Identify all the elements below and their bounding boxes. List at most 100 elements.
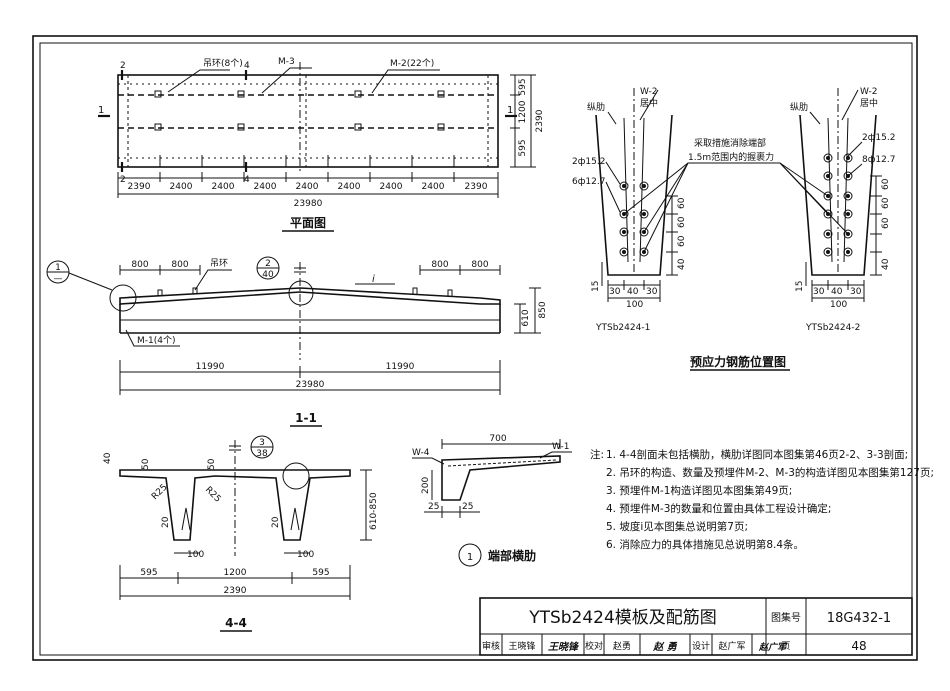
prestress-diagram: 纵肋 W-2 居中 2ф15.2 6ф12.7 60 60 60 40 15 3… (572, 87, 895, 371)
vdim-left-1: 60 (677, 197, 687, 209)
page-label: 页 (781, 641, 790, 652)
design-label: 设计 (692, 640, 710, 652)
end-rib-circle (458, 543, 482, 567)
plan-dim-seg-3: 2400 (212, 182, 235, 192)
note-2: 2. 吊环的构造、数量及预埋件M-2、M-3的构造详图见本图集第127页; (606, 466, 934, 479)
label-zonglei-left: 纵肋 (587, 102, 605, 113)
label-w2-right: W-2 (860, 87, 878, 97)
dim-half-right: 11990 (386, 362, 415, 372)
right-bars-b: 8ф12.7 (862, 155, 895, 165)
end-rib-number: 1 (467, 552, 473, 563)
dim-50-a: 50 (141, 458, 151, 470)
label-ring: 吊环 (210, 258, 228, 269)
dim-700: 700 (489, 434, 506, 444)
prestress-title: 预应力钢筋位置图 (690, 354, 786, 369)
section-mark-4-bottom: 4 (244, 175, 250, 185)
drawing-title: YTSb2424模板及配筋图 (528, 608, 717, 628)
vdim-right-1: 60 (881, 178, 891, 190)
left-bars-b: 6ф12.7 (572, 177, 605, 187)
plan-dim-seg-5: 2400 (296, 182, 319, 192)
section-mark-4-top: 4 (244, 61, 250, 71)
dim-610: 610 (521, 309, 531, 326)
label-zonglei-right: 纵肋 (790, 102, 808, 113)
dim-595-right: 595 (312, 568, 329, 578)
plan-dim-seg-7: 2400 (380, 182, 403, 192)
detail-1-sheet: — (54, 274, 63, 284)
inner-frame (39, 42, 913, 656)
plan-dim-seg-6: 2400 (338, 182, 361, 192)
plan-dim-seg-4: 2400 (254, 182, 277, 192)
vdim-right-4: 40 (881, 258, 891, 270)
label-w2-left: W-2 (640, 87, 658, 97)
dim-15-right: 15 (795, 281, 805, 292)
slope-label: i (372, 274, 375, 285)
dim-total-1-1: 23980 (296, 380, 325, 390)
plan-dim-seg-8: 2400 (422, 182, 445, 192)
plan-dim-total: 23980 (294, 199, 323, 209)
notes-prefix: 注: (590, 448, 604, 461)
vdim-right-2: 60 (881, 197, 891, 209)
vdim-left-3: 60 (677, 235, 687, 247)
dim-20-b: 20 (271, 516, 281, 528)
rib-left-outline (595, 114, 673, 276)
label-center-left: 居中 (640, 97, 658, 109)
bdim-right-30b: 30 (850, 287, 862, 297)
dim-800-d: 800 (471, 260, 488, 270)
section-mark-1-right: 1 (507, 105, 513, 116)
dim-15-left: 15 (591, 281, 601, 292)
vdim-right-3: 60 (881, 217, 891, 229)
right-member-name: YTSb2424-2 (805, 323, 860, 333)
detail-1-number: 1 (55, 263, 61, 273)
bdim-left-30b: 30 (646, 287, 658, 297)
note-5: 5. 坡度i见本图集总说明第7页; (606, 520, 748, 533)
dim-1200-44: 1200 (224, 568, 247, 578)
plan-dim-seg-1: 2390 (128, 182, 151, 192)
dim-50-b: 50 (207, 458, 217, 470)
dim-595-left: 595 (140, 568, 157, 578)
plan-dim-1200: 1200 (518, 100, 528, 123)
detail-3-number: 3 (259, 438, 265, 448)
detail-2-number: 2 (265, 259, 271, 269)
section-1-1: 1 — 2 40 800 800 800 800 吊环 i 610 850 M-… (46, 256, 548, 427)
atlas-label: 图集号 (771, 611, 801, 624)
review-label: 审核 (482, 640, 500, 652)
plan-view: 吊环(8个) M-3 M-2(22个) 2 2 4 4 1 1 595 1200… (98, 57, 545, 232)
checker-signature: 赵 勇 (652, 641, 677, 653)
dim-half-left: 11990 (196, 362, 225, 372)
plan-dim-595-bottom: 595 (518, 139, 528, 156)
outer-frame (32, 35, 918, 661)
bdim-left-40: 40 (627, 287, 639, 297)
dim-800-a: 800 (131, 260, 148, 270)
dim-2390-44: 2390 (224, 586, 247, 596)
detail-2-sheet: 40 (262, 270, 274, 280)
designer-signature: 赵广军 (758, 642, 788, 653)
dim-100-b: 100 (297, 550, 314, 560)
plan-outline (117, 74, 499, 168)
notes-block: 注: 1. 4-4剖面未包括横肋，横肋详图同本图集第46页2-2、3-3剖面; … (590, 448, 934, 551)
dim-20-a: 20 (161, 516, 171, 528)
label-m1: M-1(4个) (137, 335, 176, 346)
section-4-4-profile (119, 469, 351, 541)
dim-610-850: 610-850 (369, 492, 379, 530)
note-4: 4. 预埋件M-3的数量和位置由具体工程设计确定; (606, 502, 831, 515)
note-1: 1. 4-4剖面未包括横肋，横肋详图同本图集第46页2-2、3-3剖面; (606, 448, 908, 461)
plan-title: 平面图 (290, 216, 326, 230)
bdim-right-40: 40 (831, 287, 843, 297)
end-rib-detail: 700 W-4 W-1 200 25 25 1 端部横肋 (412, 434, 572, 567)
plan-dim-seg-9: 2390 (465, 182, 488, 192)
plan-dim-seg-2: 2400 (170, 182, 193, 192)
right-bars-a: 2ф15.2 (862, 133, 895, 143)
vdim-left-4: 40 (677, 258, 687, 270)
section-4-4: 3 38 40 50 50 R25 R25 20 20 100 100 610-… (103, 435, 379, 632)
checker-name: 赵勇 (613, 640, 631, 652)
label-m2: M-2(22个) (390, 58, 434, 69)
page-number: 48 (851, 639, 866, 653)
dim-25-b: 25 (462, 502, 473, 512)
dim-40: 40 (103, 452, 113, 464)
bdim-right-total: 100 (830, 300, 847, 310)
dim-100-a: 100 (187, 550, 204, 560)
note-line-2: 1.5m范围内的握裹力 (688, 151, 774, 163)
label-lifting-rings: 吊环(8个) (203, 58, 243, 69)
bdim-right-30a: 30 (813, 287, 825, 297)
